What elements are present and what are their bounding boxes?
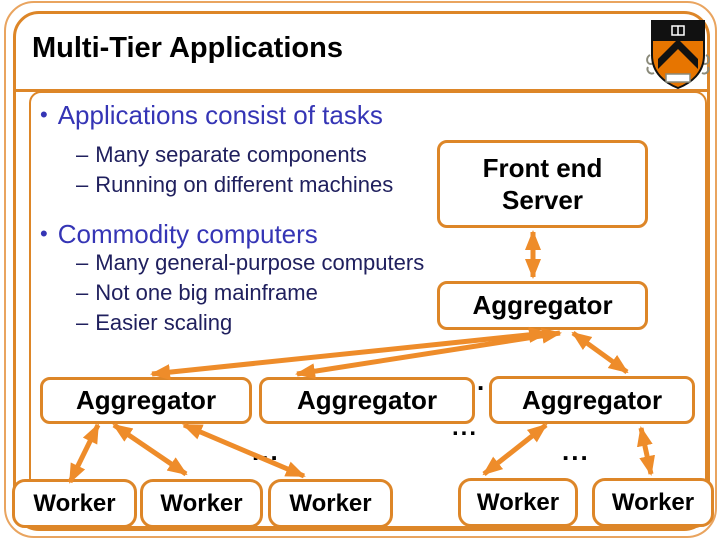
title-divider-line xyxy=(13,89,707,92)
node-aggregator-top: Aggregator xyxy=(437,281,648,330)
node-worker-1: Worker xyxy=(12,479,137,528)
dash-marker: – xyxy=(76,250,89,275)
node-worker-3: Worker xyxy=(268,479,393,528)
node-worker-5: Worker xyxy=(592,478,714,527)
slide-border-frame xyxy=(13,11,710,531)
sub-bullet: – Many general-purpose computers xyxy=(76,250,424,276)
node-label: Worker xyxy=(611,488,695,516)
bullet-text: Commodity computers xyxy=(57,219,318,249)
dash-marker: – xyxy=(76,310,89,335)
node-aggregator-right: Aggregator xyxy=(489,376,695,424)
outer-thin-frame xyxy=(4,1,717,538)
node-label: Worker xyxy=(160,489,243,517)
sub-bullet: – Not one big mainframe xyxy=(76,280,318,306)
princeton-shield-icon xyxy=(646,20,710,90)
sub-bullet-text: Many general-purpose computers xyxy=(95,250,425,275)
ellipsis-workers-left: ... xyxy=(252,436,280,466)
node-worker-4: Worker xyxy=(458,478,578,527)
bullet-text: Applications consist of tasks xyxy=(57,100,383,130)
node-aggregator-left: Aggregator xyxy=(40,377,252,424)
node-label: Front end xyxy=(482,152,603,183)
ellipsis-below-aggregator-row: ... xyxy=(452,414,479,441)
bullet-dot: • xyxy=(40,102,48,127)
bullet-commodity: • Commodity computers xyxy=(40,219,318,250)
dash-marker: – xyxy=(76,142,89,167)
sub-bullet-text: Running on different machines xyxy=(95,172,394,197)
node-label: Worker xyxy=(289,489,372,517)
node-label: Worker xyxy=(476,488,560,516)
node-aggregator-mid: Aggregator xyxy=(259,377,475,424)
node-label: Aggregator xyxy=(75,385,217,416)
sub-bullet: – Running on different machines xyxy=(76,172,393,198)
node-label: Aggregator xyxy=(472,290,613,321)
node-label: Worker xyxy=(33,489,116,517)
sub-bullet: – Many separate components xyxy=(76,142,367,168)
dash-marker: – xyxy=(76,280,89,305)
ellipsis-between-aggregators: . xyxy=(477,366,487,396)
sub-bullet-text: Not one big mainframe xyxy=(95,280,318,305)
bullet-dot: • xyxy=(40,221,48,246)
dash-marker: – xyxy=(76,172,89,197)
node-front-end-server: Front end Server xyxy=(437,140,648,228)
sub-bullet: – Easier scaling xyxy=(76,310,232,336)
node-label: Server xyxy=(502,185,583,215)
node-worker-2: Worker xyxy=(140,479,263,528)
sub-bullet-text: Many separate components xyxy=(95,142,367,167)
node-label: Aggregator xyxy=(521,384,663,415)
sub-bullet-text: Easier scaling xyxy=(95,310,233,335)
bullet-applications: • Applications consist of tasks xyxy=(40,100,383,131)
node-label: Aggregator xyxy=(296,385,438,416)
slide-title: Multi-Tier Applications xyxy=(32,32,343,64)
ellipsis-workers-right: ... xyxy=(562,436,590,466)
